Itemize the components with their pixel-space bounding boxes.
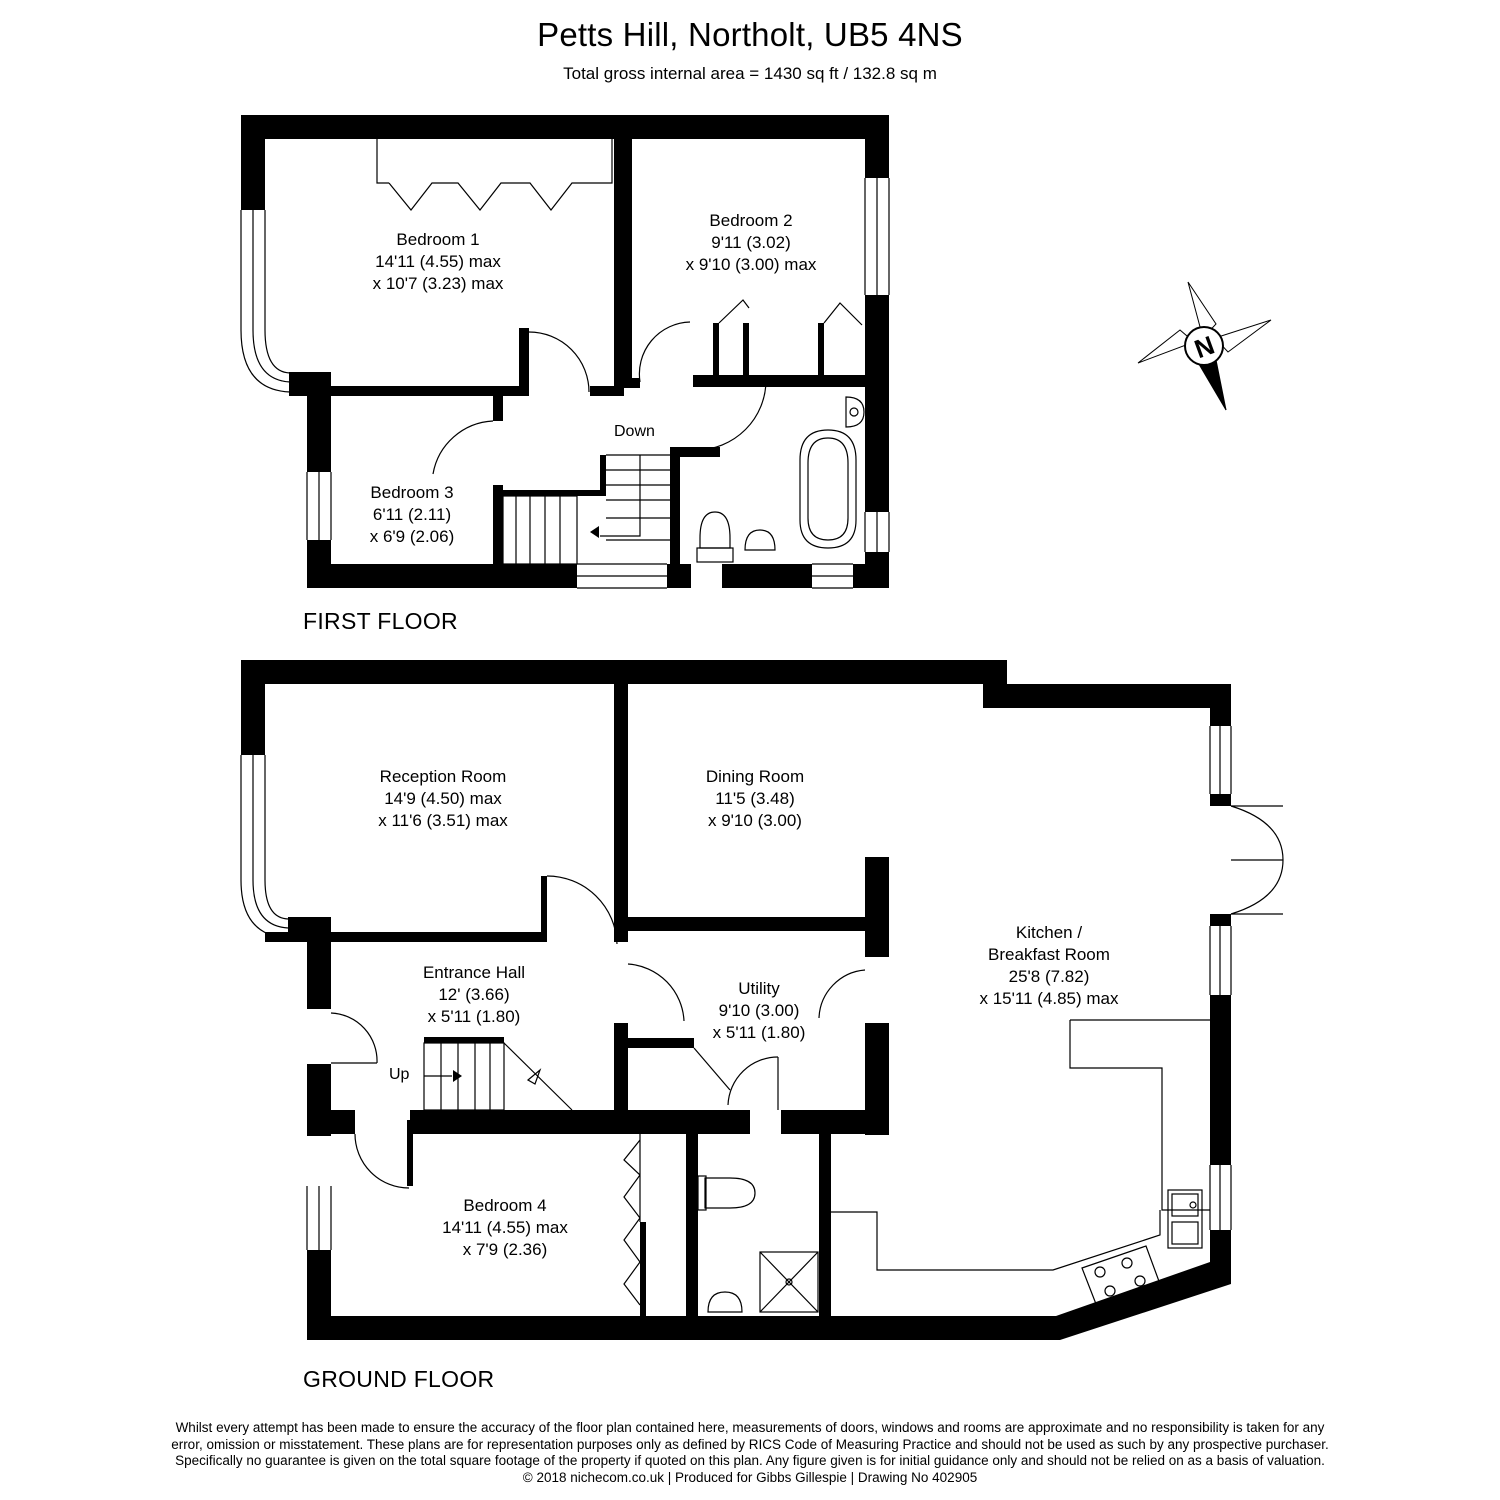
room-name: Kitchen / bbox=[1015, 923, 1083, 942]
room-dimension: x 10'7 (3.23) max bbox=[372, 274, 504, 293]
copyright-line: © 2018 nichecom.co.uk | Produced for Gib… bbox=[522, 1469, 978, 1485]
bedroom-1-label: Bedroom 1 14'11 (4.55) max x 10'7 (3.23)… bbox=[373, 229, 504, 295]
disclaimer-line: error, omission or misstatement. These p… bbox=[171, 1436, 1329, 1452]
bedroom-3-label: Bedroom 3 6'11 (2.11) x 6'9 (2.06) bbox=[370, 482, 455, 548]
compass-icon bbox=[1137, 281, 1272, 411]
total-area: Total gross internal area = 1430 sq ft /… bbox=[563, 64, 937, 83]
stairs-down-label: Down bbox=[614, 423, 655, 440]
room-dimension: 6'11 (2.11) bbox=[372, 505, 452, 524]
room-dimension: 14'9 (4.50) max bbox=[384, 789, 502, 808]
ground-floor-walls bbox=[241, 660, 1231, 1340]
dining-room-label: Dining Room 11'5 (3.48) x 9'10 (3.00) bbox=[706, 766, 804, 832]
room-name: Breakfast Room bbox=[988, 945, 1110, 964]
room-dimension: x 11'6 (3.51) max bbox=[378, 811, 508, 830]
room-name: Reception Room bbox=[379, 767, 507, 786]
up-arrow bbox=[453, 1070, 462, 1082]
room-dimension: 9'11 (3.02) bbox=[711, 233, 791, 252]
room-name: Bedroom 4 bbox=[463, 1196, 547, 1215]
room-dimension: x 5'11 (1.80) bbox=[427, 1007, 521, 1026]
reception-room-label: Reception Room 14'9 (4.50) max x 11'6 (3… bbox=[378, 766, 508, 832]
room-dimension: x 6'9 (2.06) bbox=[369, 527, 455, 546]
kitchen-breakfast-room-label: Kitchen / Breakfast Room 25'8 (7.82) x 1… bbox=[980, 922, 1119, 1010]
room-dimension: x 15'11 (4.85) max bbox=[979, 989, 1119, 1008]
room-dimension: x 9'10 (3.00) max bbox=[685, 255, 817, 274]
ground-floor-label: GROUND FLOOR bbox=[303, 1366, 495, 1392]
first-floor-lines bbox=[240, 139, 890, 589]
room-dimension: 12' (3.66) bbox=[438, 985, 510, 1004]
ground-floor-lines bbox=[240, 726, 1284, 1313]
room-name: Bedroom 1 bbox=[396, 230, 480, 249]
room-dimension: 14'11 (4.55) max bbox=[442, 1218, 568, 1237]
room-name: Entrance Hall bbox=[422, 963, 526, 982]
room-name: Utility bbox=[738, 979, 780, 998]
room-dimension: x 9'10 (3.00) bbox=[708, 811, 802, 830]
first-floor-walls bbox=[241, 115, 889, 588]
stairs-up-label: Up bbox=[389, 1066, 410, 1083]
room-dimension: 9'10 (3.00) bbox=[718, 1001, 800, 1020]
down-arrow bbox=[590, 526, 599, 538]
entrance-hall-label: Entrance Hall 12' (3.66) x 5'11 (1.80) bbox=[423, 962, 525, 1028]
room-name: Dining Room bbox=[705, 767, 805, 786]
first-floor-label: FIRST FLOOR bbox=[303, 608, 458, 634]
room-dimension: 14'11 (4.55) max bbox=[375, 252, 501, 271]
disclaimer-line: Whilst every attempt has been made to en… bbox=[175, 1420, 1325, 1435]
bedroom-4-label: Bedroom 4 14'11 (4.55) max x 7'9 (2.36) bbox=[442, 1195, 568, 1261]
room-dimension: 11'5 (3.48) bbox=[715, 789, 795, 808]
room-name: Bedroom 3 bbox=[370, 483, 454, 502]
disclaimer: Whilst every attempt has been made to en… bbox=[40, 1420, 1460, 1486]
plan-title: Petts Hill, Northolt, UB5 4NS bbox=[537, 16, 963, 53]
room-dimension: x 5'11 (1.80) bbox=[712, 1023, 806, 1042]
room-dimension: x 7'9 (2.36) bbox=[462, 1240, 548, 1259]
room-name: Bedroom 2 bbox=[709, 211, 793, 230]
utility-label: Utility 9'10 (3.00) x 5'11 (1.80) bbox=[713, 978, 806, 1044]
disclaimer-line: Specifically no guarantee is given on th… bbox=[175, 1453, 1325, 1468]
bedroom-2-label: Bedroom 2 9'11 (3.02) x 9'10 (3.00) max bbox=[686, 210, 817, 276]
room-dimension: 25'8 (7.82) bbox=[1008, 967, 1090, 986]
